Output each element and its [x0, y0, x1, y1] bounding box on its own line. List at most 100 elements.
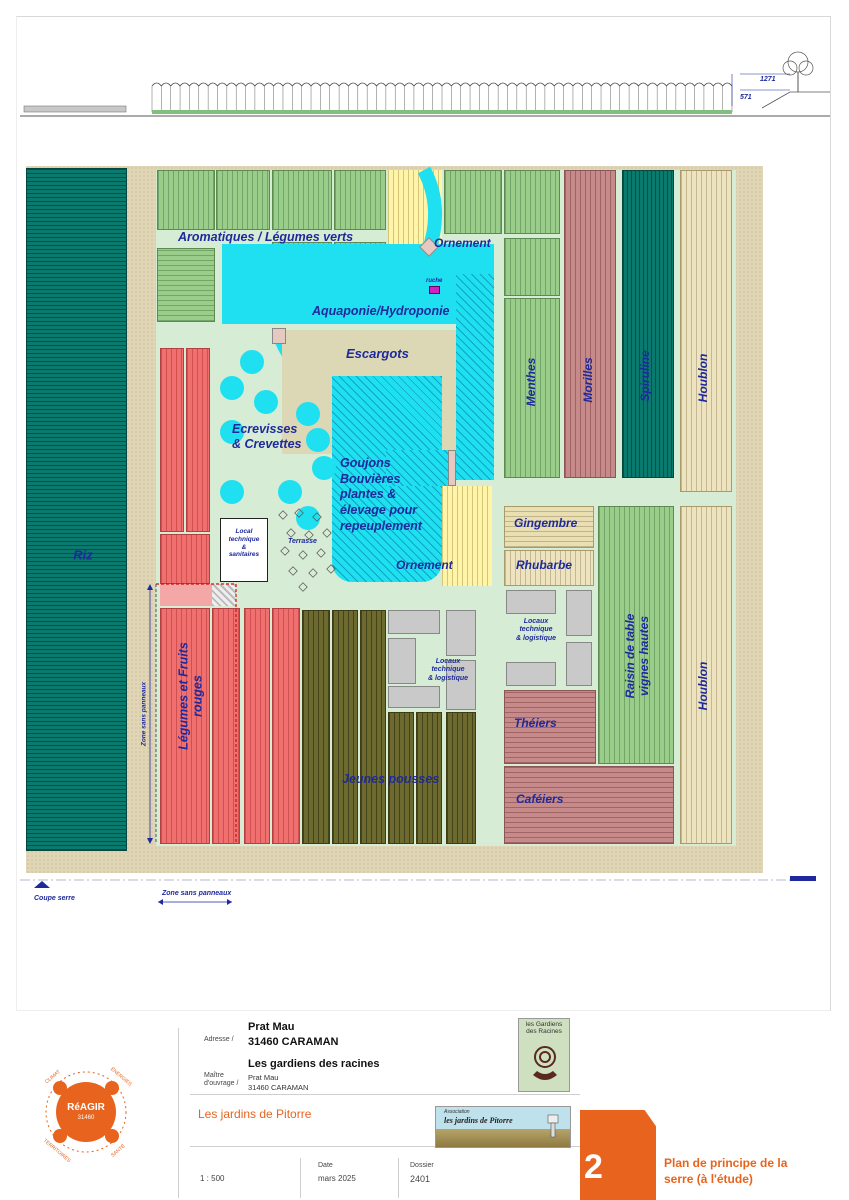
adresse-label: Adresse /	[204, 1036, 234, 1043]
bed-legumes-2	[212, 608, 240, 844]
label-ornement-bottom: Ornement	[396, 558, 453, 572]
label-menthes: Menthes	[524, 357, 539, 407]
greenhouse-base	[152, 110, 732, 114]
label-local-sanitaires: Local technique & sanitaires	[228, 528, 260, 559]
bed-top-2	[216, 170, 270, 230]
label-ecrevisses: Ecrevisses & Crevettes	[232, 422, 302, 451]
gardiens-logo-text: les Gardiens des Racines	[525, 1021, 563, 1036]
bed-legumes-4	[272, 608, 300, 844]
maitre-label-2: d'ouvrage /	[204, 1080, 239, 1087]
label-cafeiers: Caféiers	[516, 792, 564, 806]
pond-9	[312, 456, 336, 480]
reagir-logo-icon	[45, 1071, 127, 1153]
bed-houblon-top	[680, 170, 732, 492]
jardins-logo-small: Association	[444, 1109, 470, 1115]
dimension-571: 571	[740, 94, 752, 101]
bed-olive-6	[446, 712, 476, 844]
label-houblon-bottom: Houblon	[696, 661, 711, 711]
maitre-name: Les gardiens des racines	[248, 1058, 380, 1070]
label-escargots: Escargots	[346, 346, 409, 361]
bed-gingembre	[504, 506, 594, 548]
date-label: Date	[318, 1162, 333, 1169]
locaux-center-1	[388, 610, 440, 634]
bed-olive-2	[332, 610, 358, 844]
sheet-number-block	[580, 1110, 656, 1200]
bed-top-7	[444, 170, 502, 234]
title-block: RéAGIR 31460 CLIMAT ÉNERGIES SANTÉ TERRI…	[0, 1018, 849, 1200]
jardins-logo-name: les jardins de Pitorre	[444, 1116, 513, 1125]
label-zone-sans-panneaux-vertical: Zone sans panneaux	[140, 681, 148, 747]
bed-houblon-bottom	[680, 506, 732, 844]
bed-left-aromatiques	[157, 248, 215, 322]
label-aquaponie: Aquaponie/Hydroponie	[312, 304, 450, 318]
label-locaux-center: Locaux technique & logistique	[427, 658, 469, 682]
maitre-label-1: Maître	[204, 1072, 224, 1079]
label-houblon-top: Houblon	[696, 353, 711, 403]
pond-8	[278, 480, 302, 504]
locaux-center-3	[388, 638, 416, 684]
label-aromatiques: Aromatiques / Légumes verts	[178, 230, 354, 244]
label-morilles: Morilles	[581, 357, 596, 403]
bed-top-8	[504, 170, 560, 234]
pond-6	[306, 428, 330, 452]
pond-4	[220, 420, 244, 444]
bed-olive-1	[302, 610, 330, 844]
bed-ornement-bottom	[442, 486, 492, 586]
section-marker	[790, 876, 816, 881]
bed-top-3	[272, 170, 332, 230]
bed-top-9	[504, 238, 560, 296]
dimension-1271: 1271	[760, 76, 776, 83]
section-line	[20, 876, 816, 905]
reagir-logo: RéAGIR 31460 CLIMAT ÉNERGIES SANTÉ TERRI…	[38, 1064, 134, 1164]
label-locaux-right: Locaux technique & logistique	[515, 618, 557, 642]
locaux-center-2	[446, 610, 476, 656]
dossier-value: 2401	[410, 1174, 431, 1184]
bed-menthes	[504, 298, 560, 478]
zone-aquaponie	[222, 244, 494, 324]
bed-red-mid	[160, 534, 210, 584]
elevation-drawing	[20, 51, 830, 117]
tree-icon	[782, 51, 814, 92]
terrasse-pattern	[278, 508, 336, 592]
reagir-code: 31460	[77, 1115, 95, 1121]
label-spiruline: Spiruline	[638, 350, 653, 402]
locaux-right-4	[566, 642, 592, 686]
bed-olive-5	[416, 712, 442, 844]
label-gingembre: Gingembre	[514, 516, 578, 530]
post-3	[448, 450, 456, 486]
sheet-border	[16, 16, 831, 1011]
adresse-line1: Prat Mau	[248, 1021, 295, 1033]
dossier-label: Dossier	[410, 1162, 434, 1169]
label-goujons: Goujons Bouvières plantes & élevage pour…	[340, 456, 422, 533]
jardins-logo: Association les jardins de Pitorre	[435, 1106, 571, 1148]
bed-olive-4	[388, 712, 414, 844]
locaux-right-1	[506, 590, 556, 614]
zone-aquaponie-hatch	[456, 274, 494, 480]
label-ornement-top: Ornement	[434, 236, 491, 250]
label-legumes-fruits: Légumes et Fruits rouges	[176, 642, 205, 750]
bed-cafeiers	[504, 766, 674, 844]
label-jeunes-pousses: Jeunes pousses	[342, 772, 440, 786]
bed-top-4	[334, 170, 386, 230]
section-arrow-icon	[34, 881, 50, 888]
adresse-line2: 31460 CARAMAN	[248, 1036, 339, 1048]
label-riz: Riz	[73, 547, 93, 563]
pond-2	[220, 376, 244, 400]
locaux-right-3	[506, 662, 556, 686]
bed-red-top-2	[186, 348, 210, 532]
pond-1	[240, 350, 264, 374]
sheet-number: 2	[584, 1148, 603, 1186]
bed-olive-3	[360, 610, 386, 844]
locaux-center-5	[446, 660, 476, 710]
reagir-name: RéAGIR	[67, 1102, 105, 1113]
label-coupe-serre: Coupe serre	[34, 895, 75, 902]
zone-goujons-right	[386, 450, 456, 486]
pond-5	[296, 402, 320, 426]
label-theiers: Théiers	[514, 716, 557, 730]
locaux-center-4	[388, 686, 440, 708]
local-sanitaires-box	[220, 518, 268, 582]
zone-dashed-lines	[147, 583, 237, 844]
water-tower-icon	[547, 1114, 559, 1138]
locaux-right-2	[566, 590, 592, 636]
bed-legumes-3	[244, 608, 270, 844]
